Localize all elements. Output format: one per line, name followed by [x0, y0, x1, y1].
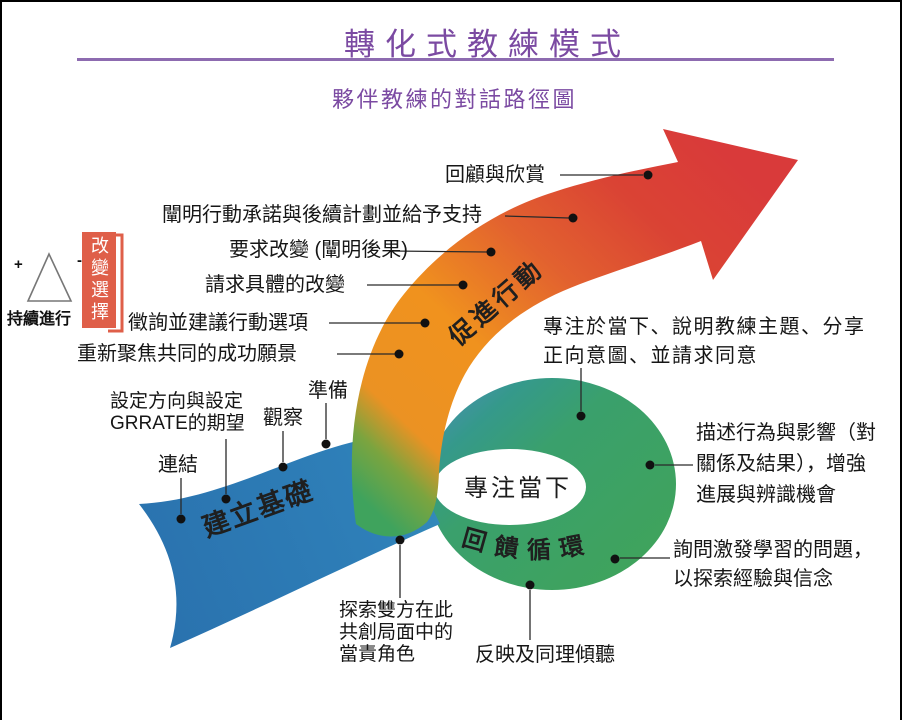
label-describe-impact: 描述行為與影響（對 關係及結果），增強 進展與辨識機會 [696, 422, 876, 506]
feedback-ring [428, 378, 676, 590]
label-empathic-listening: 反映及同理傾聽 [475, 644, 615, 666]
triangle-icon [26, 252, 73, 302]
label-ask-questions: 詢問激發學習的問題， 以探索經驗與信念 [673, 539, 873, 590]
title-divider [77, 58, 834, 61]
minus-sign: - [77, 252, 82, 269]
label-require-change: 要求改變 (闡明後果) [229, 239, 408, 261]
present-moment-label: 專注當下 [464, 476, 572, 502]
leader-lines [180, 174, 693, 640]
change-choice-box: 改變選擇 [82, 232, 116, 328]
label-connect: 連結 [158, 454, 198, 476]
node-dots [176, 170, 655, 590]
label-commitment: 闡明行動承諾與後續計劃並給予支持 [162, 204, 482, 226]
label-prepare: 準備 [308, 380, 348, 402]
label-refocus-vision: 重新聚焦共同的成功願景 [77, 343, 297, 365]
label-request-specific-change: 請求具體的改變 [205, 274, 345, 296]
label-focus-topic: 專注於當下、說明教練主題、分享 正向意圖、並請求同意 [543, 316, 866, 367]
continuous-label: 持續進行 [7, 311, 72, 328]
label-accountability: 探索雙方在此 共創局面中的 當責角色 [339, 600, 454, 665]
plus-sign: + [14, 256, 23, 273]
label-observe: 觀察 [263, 407, 303, 429]
page-subtitle: 夥伴教練的對話路徑圖 [332, 87, 578, 112]
label-grrate: 設定方向與設定 GRRATE的期望 [110, 391, 245, 434]
label-suggest-options: 徵詢並建議行動選項 [128, 312, 308, 334]
action-arrow [351, 129, 798, 537]
label-review: 回顧與欣賞 [445, 164, 545, 186]
page-title: 轉化式教練模式 [344, 27, 631, 62]
